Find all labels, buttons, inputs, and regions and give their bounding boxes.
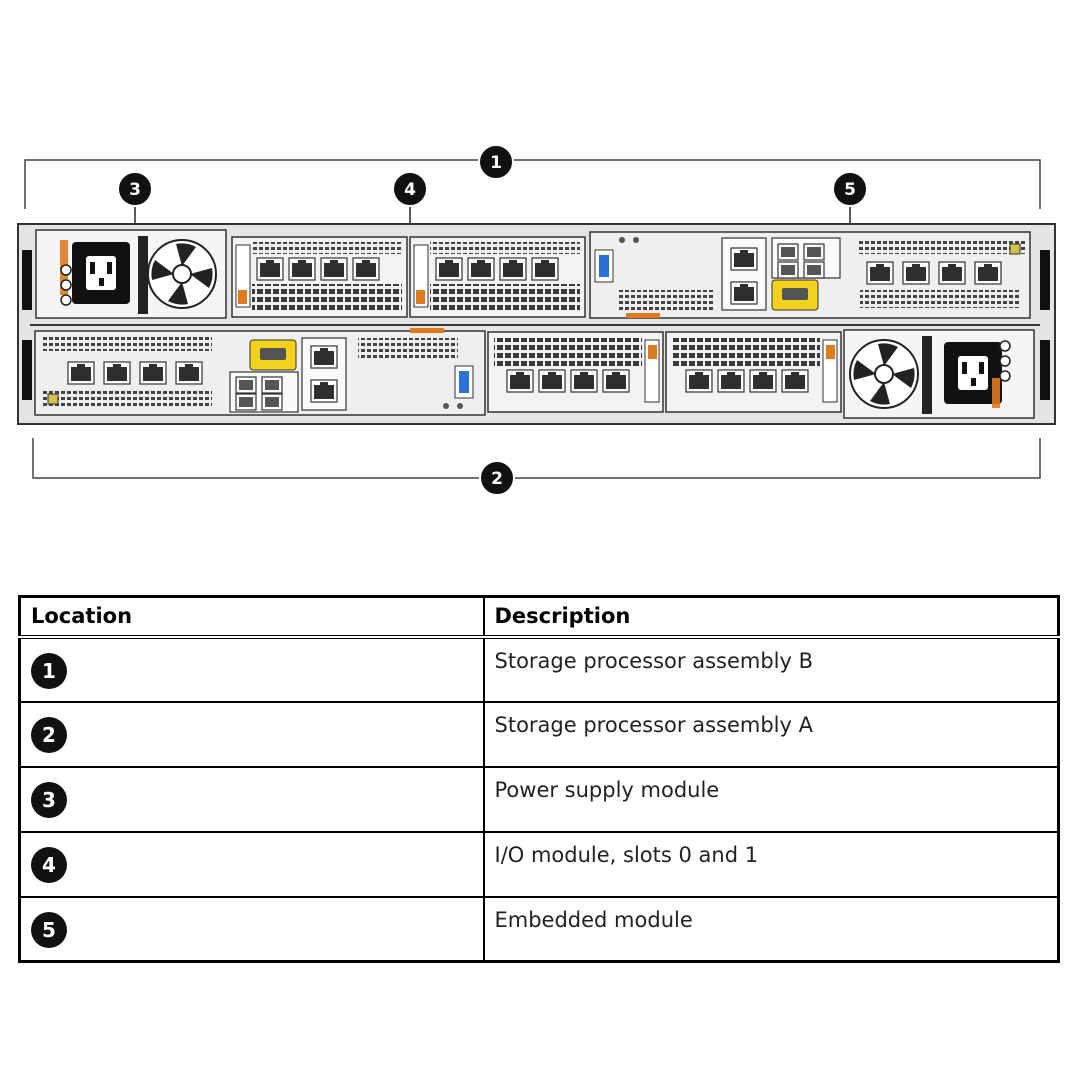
sp-a-power-supply bbox=[843, 329, 1035, 419]
svg-text:2: 2 bbox=[491, 469, 503, 489]
callout-badge: 3 bbox=[31, 781, 67, 818]
location-cell: 1 bbox=[18, 635, 485, 703]
description-cell: I/O module, slots 0 and 1 bbox=[482, 830, 1060, 898]
table-row: 1 Storage processor assembly B bbox=[18, 635, 1060, 703]
description-cell: Storage processor assembly B bbox=[482, 635, 1060, 703]
description-cell: Storage processor assembly A bbox=[482, 700, 1060, 768]
location-cell: 2 bbox=[18, 700, 485, 768]
callout-4: 4 bbox=[392, 171, 428, 207]
callout-badge: 4 bbox=[31, 846, 67, 883]
description-cell: Power supply module bbox=[482, 765, 1060, 833]
callout-badge: 5 bbox=[31, 911, 67, 948]
location-header: Location bbox=[18, 595, 485, 638]
location-cell: 3 bbox=[18, 765, 485, 833]
callout-2: 2 bbox=[479, 460, 515, 496]
sp-b-io-module-slot-0 bbox=[231, 236, 408, 318]
sp-b-power-supply bbox=[35, 229, 227, 319]
table-row: 3 Power supply module bbox=[18, 765, 1060, 833]
description-header: Description bbox=[482, 595, 1060, 638]
legend-table: Location Description 1 Storage processor… bbox=[18, 595, 1060, 963]
description-cell: Embedded module bbox=[482, 895, 1060, 963]
sp-b-io-module-slot-1 bbox=[409, 236, 586, 318]
table-row: 4 I/O module, slots 0 and 1 bbox=[18, 830, 1060, 898]
svg-text:4: 4 bbox=[404, 180, 416, 200]
sp-a-io-module-slot-1 bbox=[665, 331, 842, 413]
table-row: 2 Storage processor assembly A bbox=[18, 700, 1060, 768]
location-cell: 4 bbox=[18, 830, 485, 898]
callout-5: 5 bbox=[832, 171, 868, 207]
location-cell: 5 bbox=[18, 895, 485, 963]
sp-b-embedded-module bbox=[589, 231, 1031, 319]
callout-3: 3 bbox=[117, 171, 153, 207]
svg-text:3: 3 bbox=[129, 180, 141, 200]
svg-text:5: 5 bbox=[844, 180, 856, 200]
callout-1: 1 bbox=[478, 144, 514, 180]
callout-badge: 1 bbox=[31, 652, 67, 689]
svg-text:1: 1 bbox=[490, 153, 502, 173]
sp-a-io-module-slot-0 bbox=[487, 331, 664, 413]
table-row: 5 Embedded module bbox=[18, 895, 1060, 963]
storage-system-rear-diagram: 1 2 3 4 5 bbox=[17, 144, 1056, 496]
callout-badge: 2 bbox=[31, 716, 67, 753]
sp-a-embedded-module bbox=[34, 328, 486, 416]
bracket-sp-a bbox=[32, 438, 1041, 479]
bracket-sp-b bbox=[24, 159, 1041, 209]
legend-header-row: Location Description bbox=[18, 595, 1060, 638]
